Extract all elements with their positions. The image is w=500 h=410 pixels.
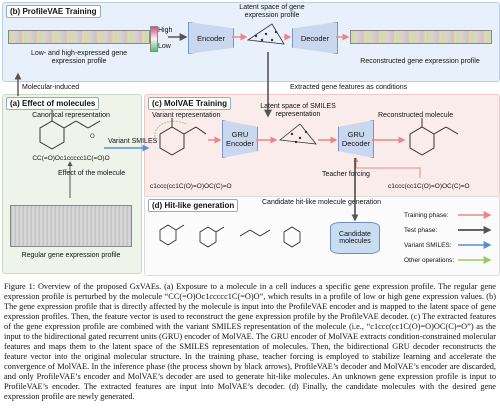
input-gene-profile — [8, 30, 150, 44]
gru-decoder-label: GRU Decoder — [341, 130, 371, 148]
candidate-molecules: Candidate molecules — [330, 222, 380, 254]
variant-smiles-label: Variant SMILES — [108, 138, 158, 145]
candidate-generation-label: Candidate hit-like molecule generation — [262, 199, 382, 206]
reconstructed-profile-label: Reconstructed gene expression profile — [360, 58, 480, 65]
hit-like-molecules — [159, 224, 301, 248]
legend-training: Training phase: — [404, 212, 449, 219]
gru-encoder: GRU Encoder — [222, 120, 258, 158]
encoder-label: Encoder — [197, 33, 225, 43]
teacher-forcing-label: Teacher forcing — [322, 171, 370, 178]
panel-b-header: (b) ProfileVAE Training — [6, 5, 101, 18]
variant-molecule — [154, 118, 207, 156]
variant-smiles-in: c1ccc(cc1C(O)=O)OC(C)=O — [150, 183, 232, 190]
latent-gene-cluster — [246, 23, 285, 45]
regular-gene-profile — [10, 205, 132, 247]
panel-c-header: (c) MolVAE Training — [148, 97, 231, 110]
canonical-smiles: CC(=O)Oc1ccccc1C(=O)O — [32, 155, 110, 162]
effect-label: Effect of the molecule — [58, 170, 126, 177]
latent-gene-label: Latent space of gene expression profile — [239, 4, 305, 19]
decoder-label: Decoder — [300, 33, 330, 43]
panel-d-header: (d) Hit-like generation — [148, 199, 239, 212]
regular-profile-label: Regular gene expression profile — [21, 252, 121, 259]
legend-test: Test phase: — [404, 227, 438, 234]
latent-smiles-cluster — [278, 123, 317, 145]
canonical-molecule: O — [39, 110, 101, 150]
panel-a-header: (a) Effect of molecules — [6, 97, 100, 110]
low-label: Low — [158, 43, 171, 50]
legend-other: Other operations: — [404, 257, 455, 264]
figure-drawings: O — [14, 23, 492, 264]
latent-smiles-label: Latent space of SMILES representation — [260, 103, 336, 118]
canonical-label: Canonical representation — [32, 112, 110, 119]
reconstructed-molecule — [409, 118, 459, 156]
figure: (b) ProfileVAE Training High Low Low- an… — [2, 2, 500, 276]
svg-text:O: O — [90, 134, 95, 140]
candidates-label: Candidate molecules — [339, 231, 371, 245]
expression-colorbar — [150, 26, 158, 52]
legend-variant: Variant SMILES: — [404, 242, 452, 249]
figure-caption: Figure 1: Overview of the proposed GxVAE… — [4, 282, 496, 401]
input-profile-label: Low- and high-expressed gene expression … — [30, 50, 128, 65]
gru-encoder-label: GRU Encoder — [226, 130, 254, 148]
variant-smiles-out: c1ccc(cc1C(O)=O)OC(C)=O — [388, 183, 470, 190]
reconstructed-label: Reconstructed molecule — [378, 112, 454, 119]
gru-decoder: GRU Decoder — [338, 120, 374, 158]
variant-rep-label: Variant representation — [152, 112, 221, 119]
extracted-features-label: Extracted gene features as conditions — [290, 84, 408, 91]
high-label: High — [158, 27, 173, 34]
molecular-induced-label: Molecular-induced — [22, 84, 80, 91]
reconstructed-gene-profile — [350, 30, 492, 44]
